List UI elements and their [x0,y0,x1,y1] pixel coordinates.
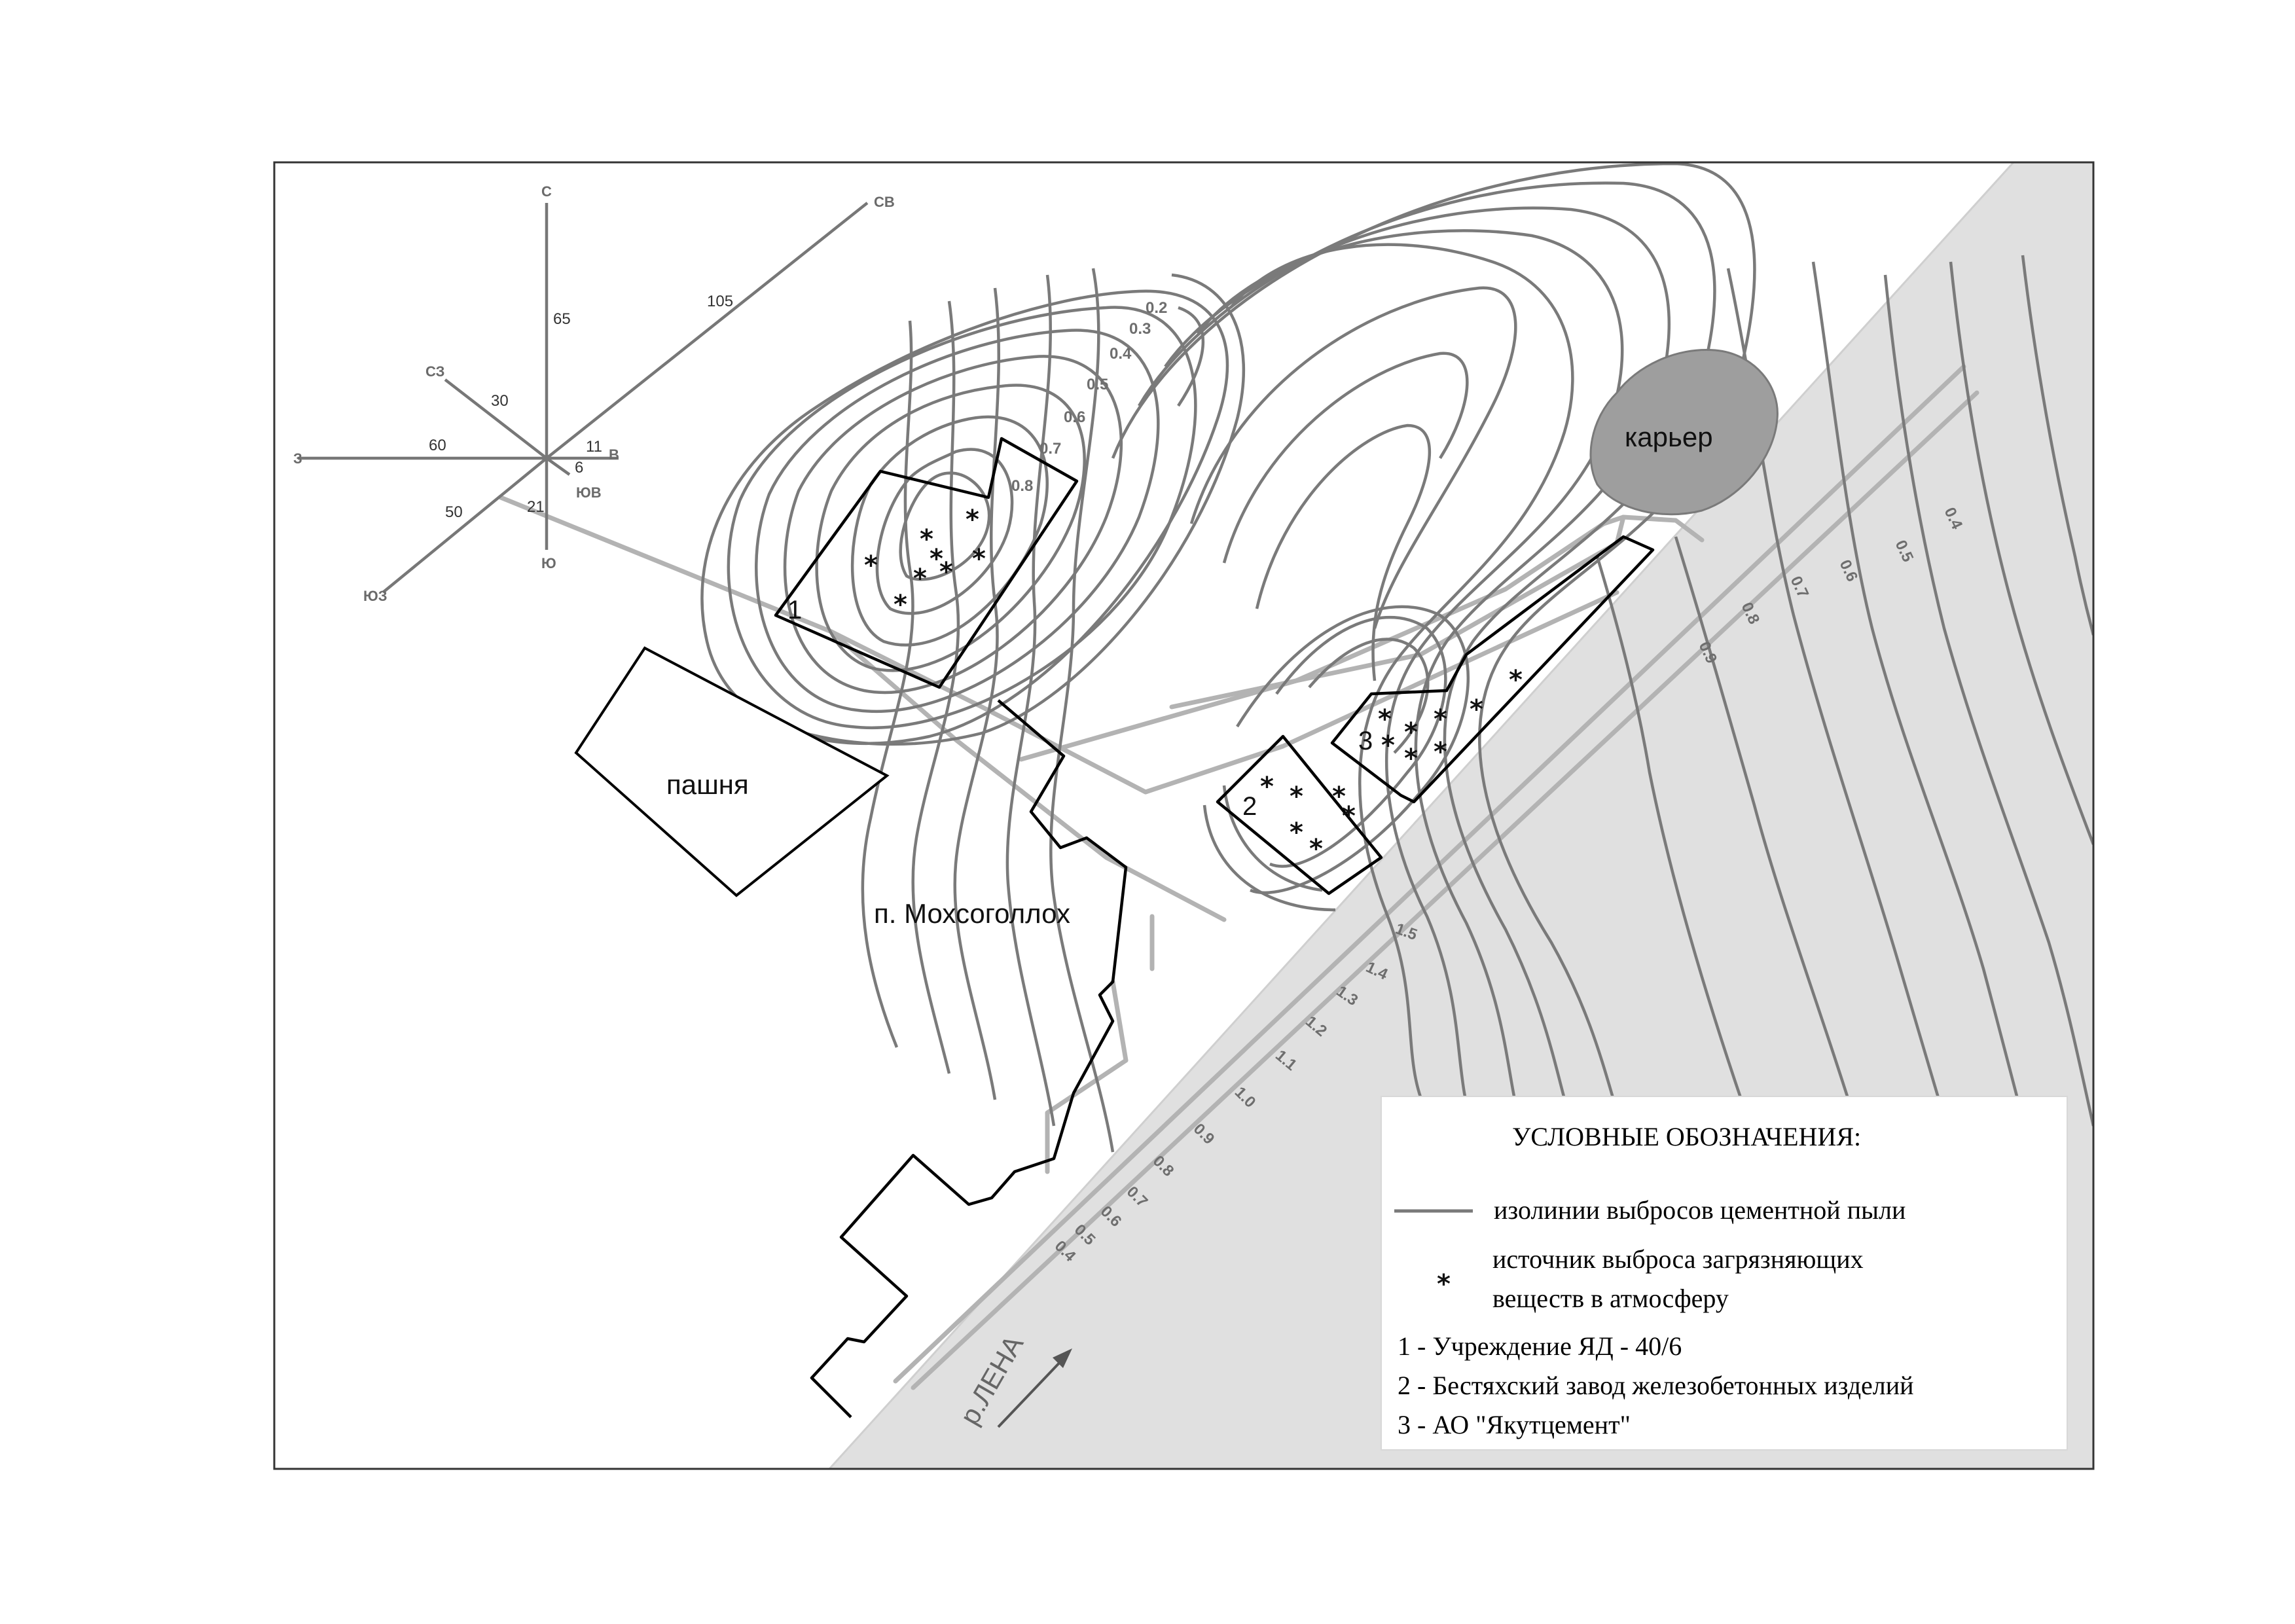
emission-source: * [1290,782,1303,812]
emission-source: * [1404,717,1418,748]
emission-source: * [1434,737,1447,767]
emission-source: * [972,544,986,574]
rose-value-s: 21 [527,498,545,516]
emission-source: * [864,550,878,581]
site-2-sources: * * * * * * [1260,772,1356,864]
rose-value-e: 11 [586,438,602,456]
rose-dir-se: ЮВ [576,484,602,501]
rose-dir-ne: СВ [874,194,895,210]
emission-source: * [1381,731,1395,761]
site-3-sources: * * * * * * * * [1378,665,1523,774]
legend-isoline-text: изолинии выбросов цементной пыли [1494,1195,1906,1225]
emission-source: * [939,557,953,587]
rose-dir-nw: СЗ [425,363,444,380]
emission-source: * [1434,704,1447,734]
emission-source: * [1509,665,1523,695]
rose-value-se: 6 [575,459,583,477]
legend-source-symbol: * [1437,1269,1451,1299]
rose-dir-sw: ЮЗ [363,588,387,604]
rose-dir-n: С [541,183,552,200]
rose-value-n: 65 [553,310,571,328]
river-bank [828,162,2015,1469]
legend-item-2: 2 - Бестяхский завод железобетонных изде… [1398,1371,1914,1400]
field-polygon [574,646,890,897]
emission-source: * [1378,704,1392,734]
emission-source: * [1290,818,1303,848]
emission-source: * [1260,772,1274,802]
site-1-number: 1 [787,596,802,624]
emission-source: * [913,564,927,594]
site-3-number: 3 [1358,727,1373,755]
rose-value-w: 60 [429,437,446,454]
isoline-label: 0.4 [1110,345,1132,363]
legend-title: УСЛОВНЫЕ ОБОЗНАЧЕНИЯ: [1512,1122,1861,1151]
legend-item-1: 1 - Учреждение ЯД - 40/6 [1398,1331,1682,1361]
site-1-sources: * * * * * * * * [864,505,986,620]
emission-source: * [1404,744,1418,774]
legend-source-text-1: источник выброса загрязняющих [1492,1244,1864,1274]
emission-source: * [894,590,907,620]
village-label: п. Мохсоголлох [874,898,1070,929]
village-boundary [810,699,1128,1418]
site-3-boundary [1330,535,1655,804]
rose-value-nw: 30 [491,392,509,410]
rose-dir-s: Ю [541,555,556,571]
emission-source: * [1309,834,1323,864]
emission-source: * [1342,801,1356,831]
quarry-area [1589,348,1779,516]
isoline-label: 0.3 [1129,320,1151,338]
site-2-boundary [1216,734,1383,895]
emission-source: * [1470,695,1483,725]
isoline-label: 0.6 [1064,408,1085,426]
field-label: пашня [666,769,749,800]
legend-item-3: 3 - АО "Якутцемент" [1398,1410,1631,1439]
rose-dir-e: В [609,446,619,463]
emission-source: * [966,505,979,535]
map-frame [273,161,2095,1470]
isolines-central [861,162,2093,1388]
site-2-number: 2 [1242,792,1257,821]
rose-dir-w: З [293,450,302,467]
isoline-label: 0.2 [1146,299,1167,317]
emission-source: * [920,524,933,554]
site-1-boundary [774,437,1079,689]
rose-value-ne: 105 [707,293,733,310]
quarry-label: карьер [1625,422,1713,452]
isoline-label: 0.8 [1011,477,1033,495]
wind-rose: С СВ В ЮВ Ю ЮЗ З СЗ 65 105 11 6 21 50 60… [293,183,895,604]
rose-value-sw: 50 [445,503,463,521]
legend: УСЛОВНЫЕ ОБОЗНАЧЕНИЯ: изолинии выбросов … [1381,1096,2068,1451]
isoline-label: 0.7 [1039,440,1061,458]
emission-source: * [1332,782,1346,812]
river-flow-arrow-icon [997,1348,1072,1428]
isoline-label: 0.5 [1087,376,1108,393]
legend-source-text-2: веществ в атмосферу [1492,1284,1729,1313]
emission-source: * [930,544,943,574]
